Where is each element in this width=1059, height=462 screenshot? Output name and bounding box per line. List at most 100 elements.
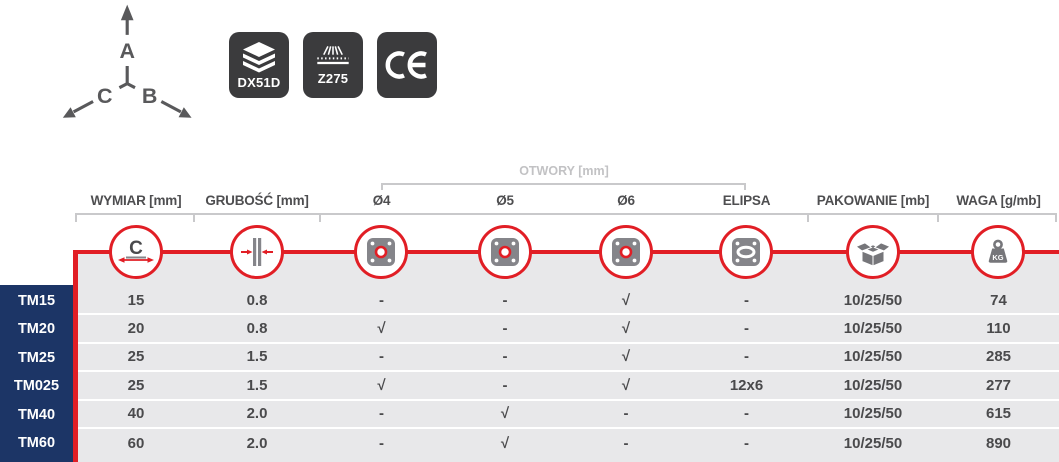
badge-z275: Z275 — [303, 32, 363, 98]
table-cell: 0.8 — [246, 320, 268, 338]
table-row: 20 0.8 √ - √ - 10/25/50 110 — [78, 315, 1059, 344]
table-cell: 615 — [985, 405, 1012, 423]
table-cell: 60 — [127, 434, 145, 452]
table-cell: 890 — [985, 434, 1012, 452]
row-label: TM15 — [17, 293, 56, 309]
table-cell: 15 — [127, 291, 145, 309]
table-cell: 1.5 — [246, 376, 268, 394]
table-row: 25 1.5 √ - √ 12x6 10/25/50 277 — [78, 372, 1059, 401]
dimension-c-icon: C — [109, 225, 163, 279]
group-header-otwory: OTWORY [mm] — [519, 164, 609, 178]
table-cell: - — [502, 320, 508, 338]
row-label: TM025 — [13, 378, 60, 395]
column-header: Ø4 — [372, 193, 391, 208]
column-headers: WYMIAR [mm] GRUBOŚĆ [mm] Ø4 Ø5 Ø6 ELIPSA… — [78, 193, 1059, 208]
table-cell: 10/25/50 — [843, 405, 903, 423]
table-cell: 10/25/50 — [843, 376, 903, 394]
table-cell: 2.0 — [246, 434, 268, 452]
ruler-tick — [1055, 213, 1057, 222]
table-cell: √ — [621, 291, 631, 309]
table-cell: - — [502, 376, 508, 394]
table-cell: - — [623, 434, 629, 452]
column-header: ELIPSA — [722, 193, 771, 208]
table-cell: √ — [377, 320, 386, 338]
table-cell: 10/25/50 — [843, 320, 903, 338]
table-cell: - — [379, 405, 384, 423]
table-cell: - — [744, 291, 749, 309]
table-cell: √ — [621, 320, 631, 338]
ellipse-hole-icon — [719, 225, 773, 279]
header-ruler — [75, 213, 1057, 215]
table-cell: 10/25/50 — [843, 434, 903, 452]
hole-o6-icon — [599, 225, 653, 279]
badge-dx51d: DX51D — [229, 32, 289, 98]
ce-mark-icon — [385, 51, 427, 79]
table-cell: 12x6 — [729, 376, 764, 394]
column-header: WYMIAR [mm] — [90, 193, 182, 208]
row-label: TM40 — [17, 406, 56, 423]
table-cell: 2.0 — [246, 405, 268, 423]
table-row: 60 2.0 - √ - - 10/25/50 890 — [78, 429, 1059, 457]
row-label: TM60 — [17, 434, 56, 451]
table-cell: 285 — [985, 348, 1012, 366]
ruler-tick — [807, 213, 809, 222]
table-cell: 1.5 — [246, 348, 268, 366]
column-header: GRUBOŚĆ [mm] — [205, 193, 309, 208]
weight-icon: KG — [971, 225, 1025, 279]
table-cell: 10/25/50 — [843, 291, 903, 309]
column-header: Ø6 — [617, 193, 635, 208]
table-cell: √ — [621, 376, 631, 394]
row-label-background — [0, 285, 73, 462]
table-cell: - — [623, 405, 629, 423]
weight-kg-label: KG — [992, 253, 1003, 262]
layers-icon — [243, 41, 275, 72]
hole-o5-icon — [478, 225, 532, 279]
ruler-tick — [937, 213, 939, 222]
axis-a-label: A — [119, 39, 134, 63]
table-cell: 74 — [990, 291, 1007, 309]
table-cell: - — [379, 291, 384, 309]
axis-diagram: A C B — [62, 4, 192, 118]
column-header: Ø5 — [496, 193, 514, 208]
red-divider-vertical — [73, 250, 78, 462]
column-header: WAGA [g/mb] — [956, 193, 1041, 208]
table-cell: 277 — [985, 376, 1012, 394]
ruler-tick — [193, 213, 195, 222]
ruler-tick — [75, 213, 77, 222]
table-cell: - — [744, 405, 749, 423]
row-label: TM25 — [17, 349, 56, 366]
thickness-icon — [230, 225, 284, 279]
table-cell: 25 — [127, 348, 145, 366]
row-label: TM20 — [17, 321, 56, 338]
table-cell: - — [379, 434, 384, 452]
badge-dx51d-label: DX51D — [237, 74, 281, 90]
table-cell: 20 — [127, 320, 145, 338]
column-header: PAKOWANIE [mb] — [816, 193, 930, 208]
table-cell: - — [744, 434, 749, 452]
table-cell: - — [379, 348, 384, 366]
table-cell: - — [502, 348, 508, 366]
badge-z275-label: Z275 — [317, 70, 349, 86]
table-cell: √ — [621, 348, 631, 366]
zinc-coating-icon — [317, 45, 349, 64]
axis-b-label: B — [142, 84, 157, 108]
table-cell: 110 — [986, 320, 1011, 338]
certification-badges: DX51D Z275 CE — [229, 32, 437, 98]
table-cell: √ — [500, 434, 510, 452]
table-cell: 25 — [127, 376, 145, 394]
red-divider-horizontal — [76, 250, 1059, 254]
table-cell: √ — [500, 405, 510, 423]
ruler-tick — [319, 213, 321, 222]
group-bracket — [381, 183, 746, 190]
table-cell: - — [744, 320, 749, 338]
table-cell: √ — [377, 376, 386, 394]
axis-c-label: C — [97, 84, 112, 108]
hole-o4-icon — [354, 225, 408, 279]
badge-ce: CE — [377, 32, 437, 98]
table-cell: - — [744, 348, 749, 366]
